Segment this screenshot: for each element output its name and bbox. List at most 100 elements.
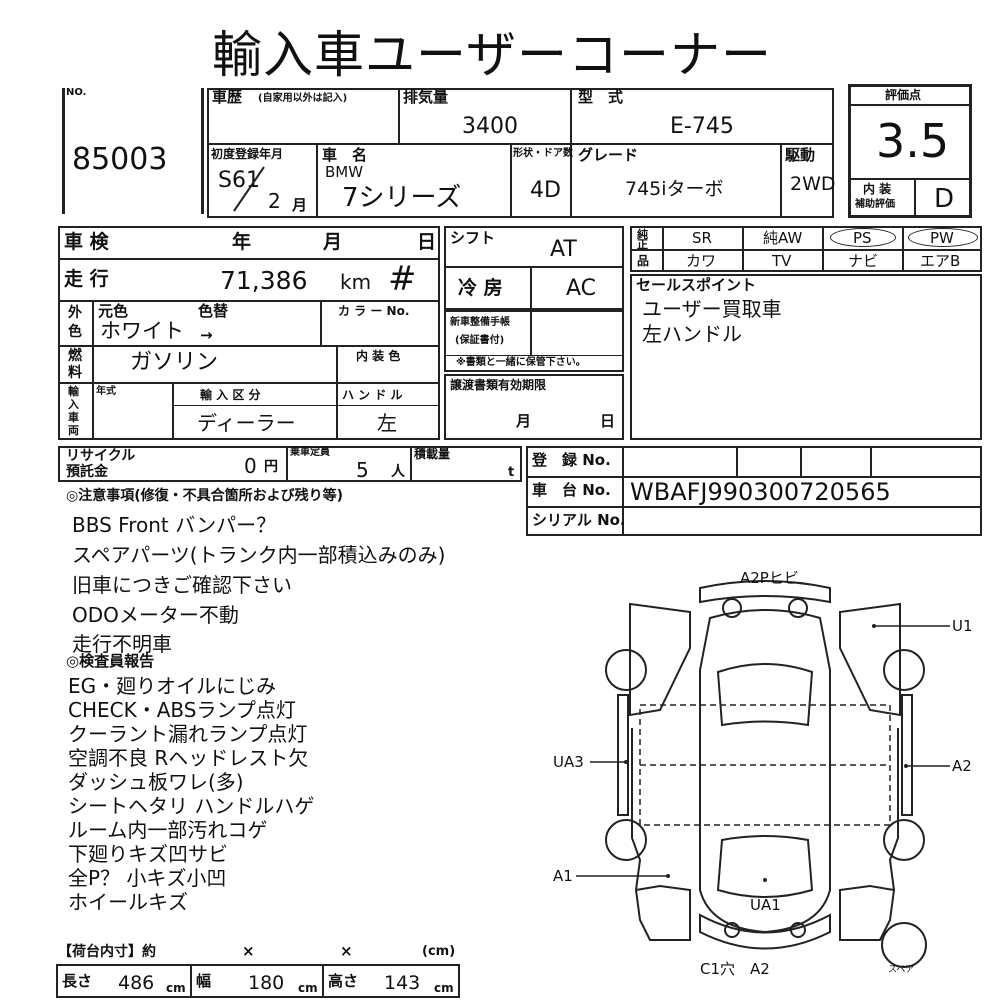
diagram-label-ua1: UA1 [750, 896, 781, 914]
caution-line-4: ODOメーター不動 [72, 603, 239, 627]
mileage-label: 走 行 [64, 268, 109, 290]
color-side-2: 色 [68, 324, 82, 340]
interior-color-label: 内 装 色 [356, 349, 401, 363]
grade-label: グレード [578, 146, 639, 164]
sales-point-line-2: 左ハンドル [642, 322, 742, 346]
ac-label: 冷 房 [458, 277, 503, 299]
inspection-label: 車 検 [64, 231, 109, 253]
transfer-box [444, 374, 624, 440]
cargo-length-unit: cm [166, 981, 186, 995]
cargo-times-2: × [340, 942, 353, 960]
handle-label: ハ ン ド ル [342, 388, 403, 402]
color-orig-label: 元色 [98, 302, 129, 320]
drive-label: 駆動 [785, 146, 816, 164]
sales-point-label: セールスポイント [636, 276, 757, 294]
options-label-top: 純正 [637, 228, 648, 251]
first-reg-year: S61 [218, 168, 260, 193]
inspector-line-5: ダッシュ板ワレ(多) [68, 770, 244, 794]
color-change-label: 色替 [198, 302, 229, 320]
lot-bracket [62, 88, 204, 214]
cargo-width-unit: cm [298, 981, 318, 995]
option-pw-circle [908, 228, 978, 247]
displacement-value: 3400 [462, 114, 518, 139]
grade-value: 745iターボ [625, 178, 724, 200]
first-reg-month: 2 [268, 189, 281, 213]
import-class-label: 輸 入 区 分 [200, 388, 261, 402]
handle-value: 左 [377, 411, 397, 435]
inspector-line-3: クーラント漏れランプ点灯 [68, 722, 308, 746]
load-unit: t [508, 465, 515, 480]
color-arrow: → [200, 326, 213, 344]
fuel-side-1: 燃 [68, 348, 82, 364]
caution-line-3: 旧車につきご確認下さい [72, 573, 292, 597]
recycle-label-1: リサイクル [66, 448, 136, 464]
shift-box [444, 226, 624, 310]
car-name-label: 車 名 [322, 146, 368, 164]
shift-label: シフト [450, 229, 496, 247]
body-value: 4D [530, 178, 561, 203]
cargo-length-label: 長さ [62, 972, 93, 990]
cargo-cm: (cm) [422, 944, 456, 959]
diagram-label-spare: スペア [888, 965, 915, 975]
diagram-label-a2: A2 [952, 757, 972, 775]
car-name: 7シリーズ [342, 183, 462, 213]
inspector-line-7: ルーム内一部汚れコゲ [68, 818, 268, 842]
inspector-line-1: EG・廻りオイルにじみ [68, 674, 277, 698]
cargo-length: 486 [118, 972, 155, 994]
first-reg-month-unit: 月 [292, 196, 308, 214]
cargo-height-unit: cm [434, 981, 454, 995]
score-value: 3.5 [876, 114, 950, 168]
score-box [848, 84, 972, 218]
diagram-label-u1: U1 [952, 617, 973, 635]
chassis-label: 車 台 No. [532, 481, 611, 499]
color-side-1: 外 [68, 305, 82, 321]
lot-label: NO. [66, 87, 87, 98]
inspector-line-6: シートヘタリ ハンドルハゲ [68, 794, 315, 818]
import-class-value: ディーラー [197, 411, 296, 435]
ac-value: AC [566, 276, 597, 301]
inspector-line-4: 空調不良 Rヘッドレスト欠 [68, 746, 309, 770]
recycle-unit: 円 [264, 459, 278, 475]
interior-label-2: 補助評価 [855, 199, 895, 210]
mileage-mark: # [388, 259, 417, 299]
chassis-value: WBAFJ990300720565 [630, 478, 891, 506]
diagram-label-bottom: C1穴 A2 [700, 960, 770, 978]
fuel-value: ガソリン [130, 350, 219, 375]
page-title: 輸入車ユーザーコーナー [212, 26, 772, 84]
history-label: 車歴 [212, 88, 243, 106]
diagram-label-top: A2Pヒビ [740, 569, 799, 587]
transfer-day: 日 [600, 412, 616, 430]
options-label-bottom: 品 [637, 254, 650, 268]
diagram-label-a1: A1 [553, 867, 573, 885]
option-sr: SR [692, 229, 712, 247]
caution-line-1: BBS Front バンパー？ [72, 513, 277, 537]
inspector-title: ◎検査員報告 [66, 652, 155, 670]
capacity-unit: 人 [391, 464, 405, 480]
transfer-month: 月 [516, 412, 532, 430]
caution-line-5: 走行不明車 [72, 632, 172, 656]
mileage-value: 71,386 [220, 266, 308, 295]
model-code-label: 型 式 [578, 88, 624, 106]
option-leather: カワ [686, 252, 717, 270]
displacement-label: 排気量 [403, 88, 449, 106]
registration-grid [526, 446, 982, 536]
option-ps-circle [830, 228, 896, 247]
cargo-title: 【荷台内寸】約 [58, 944, 156, 960]
import-side-4: 両 [68, 424, 79, 437]
lot-number: 85003 [72, 142, 168, 177]
manual-note: ※書類と一緒に保管下さい。 [456, 357, 586, 368]
sales-point-line-1: ユーザー買取車 [642, 297, 782, 321]
body-label: 形状・ドア数 [513, 148, 573, 159]
inspector-line-10: ホイールキズ [68, 890, 188, 914]
caution-title: ◎注意事項(修復・不具合箇所および残り等) [66, 488, 344, 504]
model-code-value: E-745 [670, 114, 734, 139]
transfer-label: 譲渡書類有効期限 [450, 378, 547, 392]
inspector-line-8: 下廻りキズ凹サビ [68, 842, 228, 866]
score-label: 評価点 [885, 88, 922, 102]
interior-value: D [934, 184, 955, 214]
cargo-height-label: 高さ [328, 972, 359, 990]
color-value: ホワイト [100, 319, 184, 343]
option-ps: PS [853, 229, 872, 247]
load-label: 積載量 [414, 447, 451, 461]
cargo-height: 143 [384, 972, 421, 994]
